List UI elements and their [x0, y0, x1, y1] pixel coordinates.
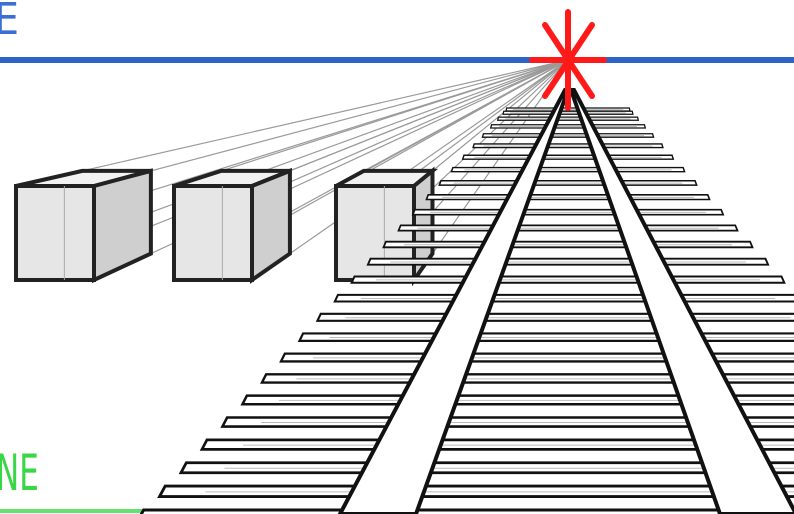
railroad-track — [139, 88, 794, 514]
horizon-line-label: E — [0, 0, 19, 45]
box-1 — [14, 168, 153, 284]
track-tie — [157, 484, 794, 499]
track-tie — [139, 508, 794, 514]
box-front-face — [334, 184, 416, 282]
box-front-face — [14, 184, 96, 282]
guide-line — [251, 59, 569, 187]
ground-line-label: NE — [0, 444, 39, 502]
guide-line — [15, 59, 569, 187]
vanishing-point-icon — [529, 9, 607, 111]
box-side-face — [250, 167, 292, 284]
guide-line — [173, 59, 569, 187]
box-2 — [172, 167, 292, 284]
guide-line — [93, 59, 569, 187]
guide-line — [413, 59, 569, 187]
perspective-boxes — [14, 166, 439, 287]
guide-line — [335, 59, 569, 187]
track-rail — [568, 88, 794, 514]
box-front-face — [172, 184, 254, 282]
box-side-face — [92, 168, 153, 284]
